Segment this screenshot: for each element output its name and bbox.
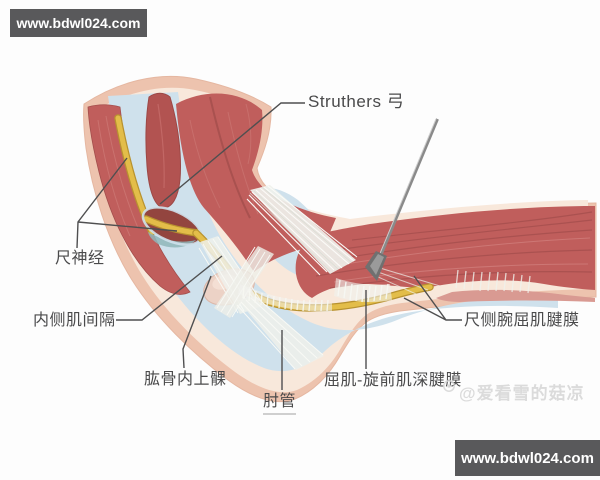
leader-ulnar-nerve [76, 157, 178, 249]
leader-epicondyle [182, 275, 212, 369]
fan-crease-base [250, 185, 356, 274]
fcu-aponeurosis-striations [455, 269, 531, 294]
muscle-fcu-sliver [436, 289, 595, 302]
site-banner-bottom-right: www.bdwl024.com [455, 440, 600, 476]
watermark-text: @爱看雪的菇凉 [459, 384, 585, 403]
muscle-main-striations [189, 103, 259, 215]
forearm-muscles [295, 206, 595, 302]
label-flexor-pronator-aponeurosis: 屈肌-旋前肌深腱膜 [324, 372, 462, 389]
probe-shaft-highlight [378, 118, 437, 258]
muscle-forearm-striations-dark [315, 211, 593, 289]
site-banner-top-left: www.bdwl024.com [10, 9, 147, 37]
cubital-tunnel-striations [242, 285, 329, 312]
label-medial-intermuscular-septum: 内侧肌间隔 [33, 312, 116, 329]
leader-fcu [403, 275, 462, 321]
probe-blade-highlight [370, 254, 384, 275]
muscle-central-highlight [157, 103, 165, 189]
leader-septum [116, 255, 223, 321]
probe-tip-wisps [375, 267, 441, 295]
fan-epicondyle-cross-fibers [216, 246, 271, 318]
tendon-fans [198, 185, 531, 370]
muscle-forearm-mass [295, 206, 595, 298]
fan-below-epicondyle-base [238, 296, 324, 370]
fan-below-epicondyle-fibers [236, 296, 324, 370]
fan-crease-fibers-dark [249, 186, 352, 272]
label-fcu-aponeurosis: 尺侧腕屈肌腱膜 [464, 312, 580, 329]
septum-opening [141, 206, 203, 248]
probe-shaft [378, 118, 439, 258]
cubital-tunnel-band [238, 284, 332, 312]
flexor-pronator-striations [337, 279, 389, 303]
muscle-main-grooves [209, 96, 251, 219]
muscle-forearm-striations-light [321, 237, 591, 283]
label-cubital-tunnel: 肘管 [263, 392, 297, 415]
fan-crease-fibers [246, 185, 358, 276]
leader-struthers [159, 102, 305, 205]
leader-lines [76, 102, 462, 390]
fan-epicondyle-fibers [198, 236, 262, 314]
label-ulnar-nerve: 尺神经 [55, 250, 105, 267]
author-watermark: @爱看雪的菇凉 [442, 379, 585, 404]
label-struthers-arch: Struthers 弓 [308, 92, 405, 111]
label-medial-epicondyle: 肱骨内上髁 [144, 371, 227, 388]
surgical-probe [365, 118, 439, 281]
watermark-logo-icon [442, 380, 456, 399]
